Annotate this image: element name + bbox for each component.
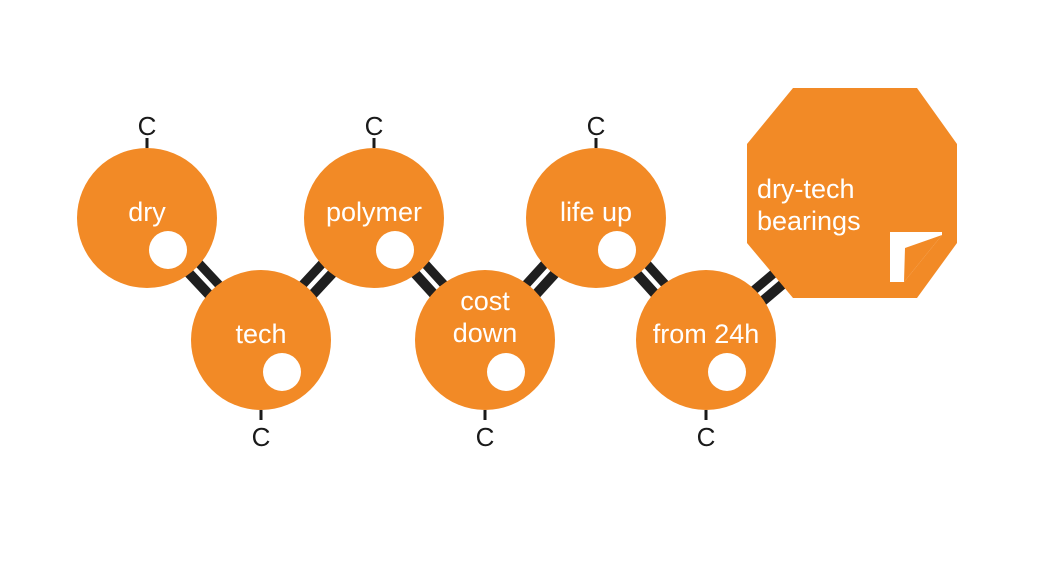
node-label: cost (460, 286, 510, 316)
node-dot (598, 231, 636, 269)
node-label: from 24h (653, 319, 760, 349)
node-label: down (453, 318, 518, 348)
node-circle-group: dry (77, 148, 217, 288)
end-badge: dry-tech bearings (747, 88, 957, 298)
carbon-label: C (697, 422, 716, 452)
carbon-label: C (252, 422, 271, 452)
carbon-stub: C (697, 410, 716, 452)
node-dot (487, 353, 525, 391)
carbon-stub: C (476, 410, 495, 452)
carbon-label: C (365, 111, 384, 141)
node-label: tech (235, 319, 286, 349)
node-label: polymer (326, 197, 422, 227)
node-label: dry (128, 197, 166, 227)
carbon-stub: C (365, 111, 384, 148)
node-dot (263, 353, 301, 391)
node-label: life up (560, 197, 632, 227)
node-circle-group: life up (526, 148, 666, 288)
carbon-stub: C (138, 111, 157, 148)
carbon-layer: C C C C C C (138, 111, 716, 452)
carbon-stub: C (252, 410, 271, 452)
node-circle-group: from 24h (636, 270, 776, 410)
node-circle-group: polymer (304, 148, 444, 288)
page-fold-corner (904, 235, 942, 282)
carbon-label: C (587, 111, 606, 141)
node-dot (376, 231, 414, 269)
node-dot (149, 231, 187, 269)
carbon-label: C (476, 422, 495, 452)
node-circle-group: tech (191, 270, 331, 410)
carbon-label: C (138, 111, 157, 141)
carbon-stub: C (587, 111, 606, 148)
badge-label-line-1: dry-tech (757, 174, 855, 204)
node-dot (708, 353, 746, 391)
badge-label-line-2: bearings (757, 206, 861, 236)
